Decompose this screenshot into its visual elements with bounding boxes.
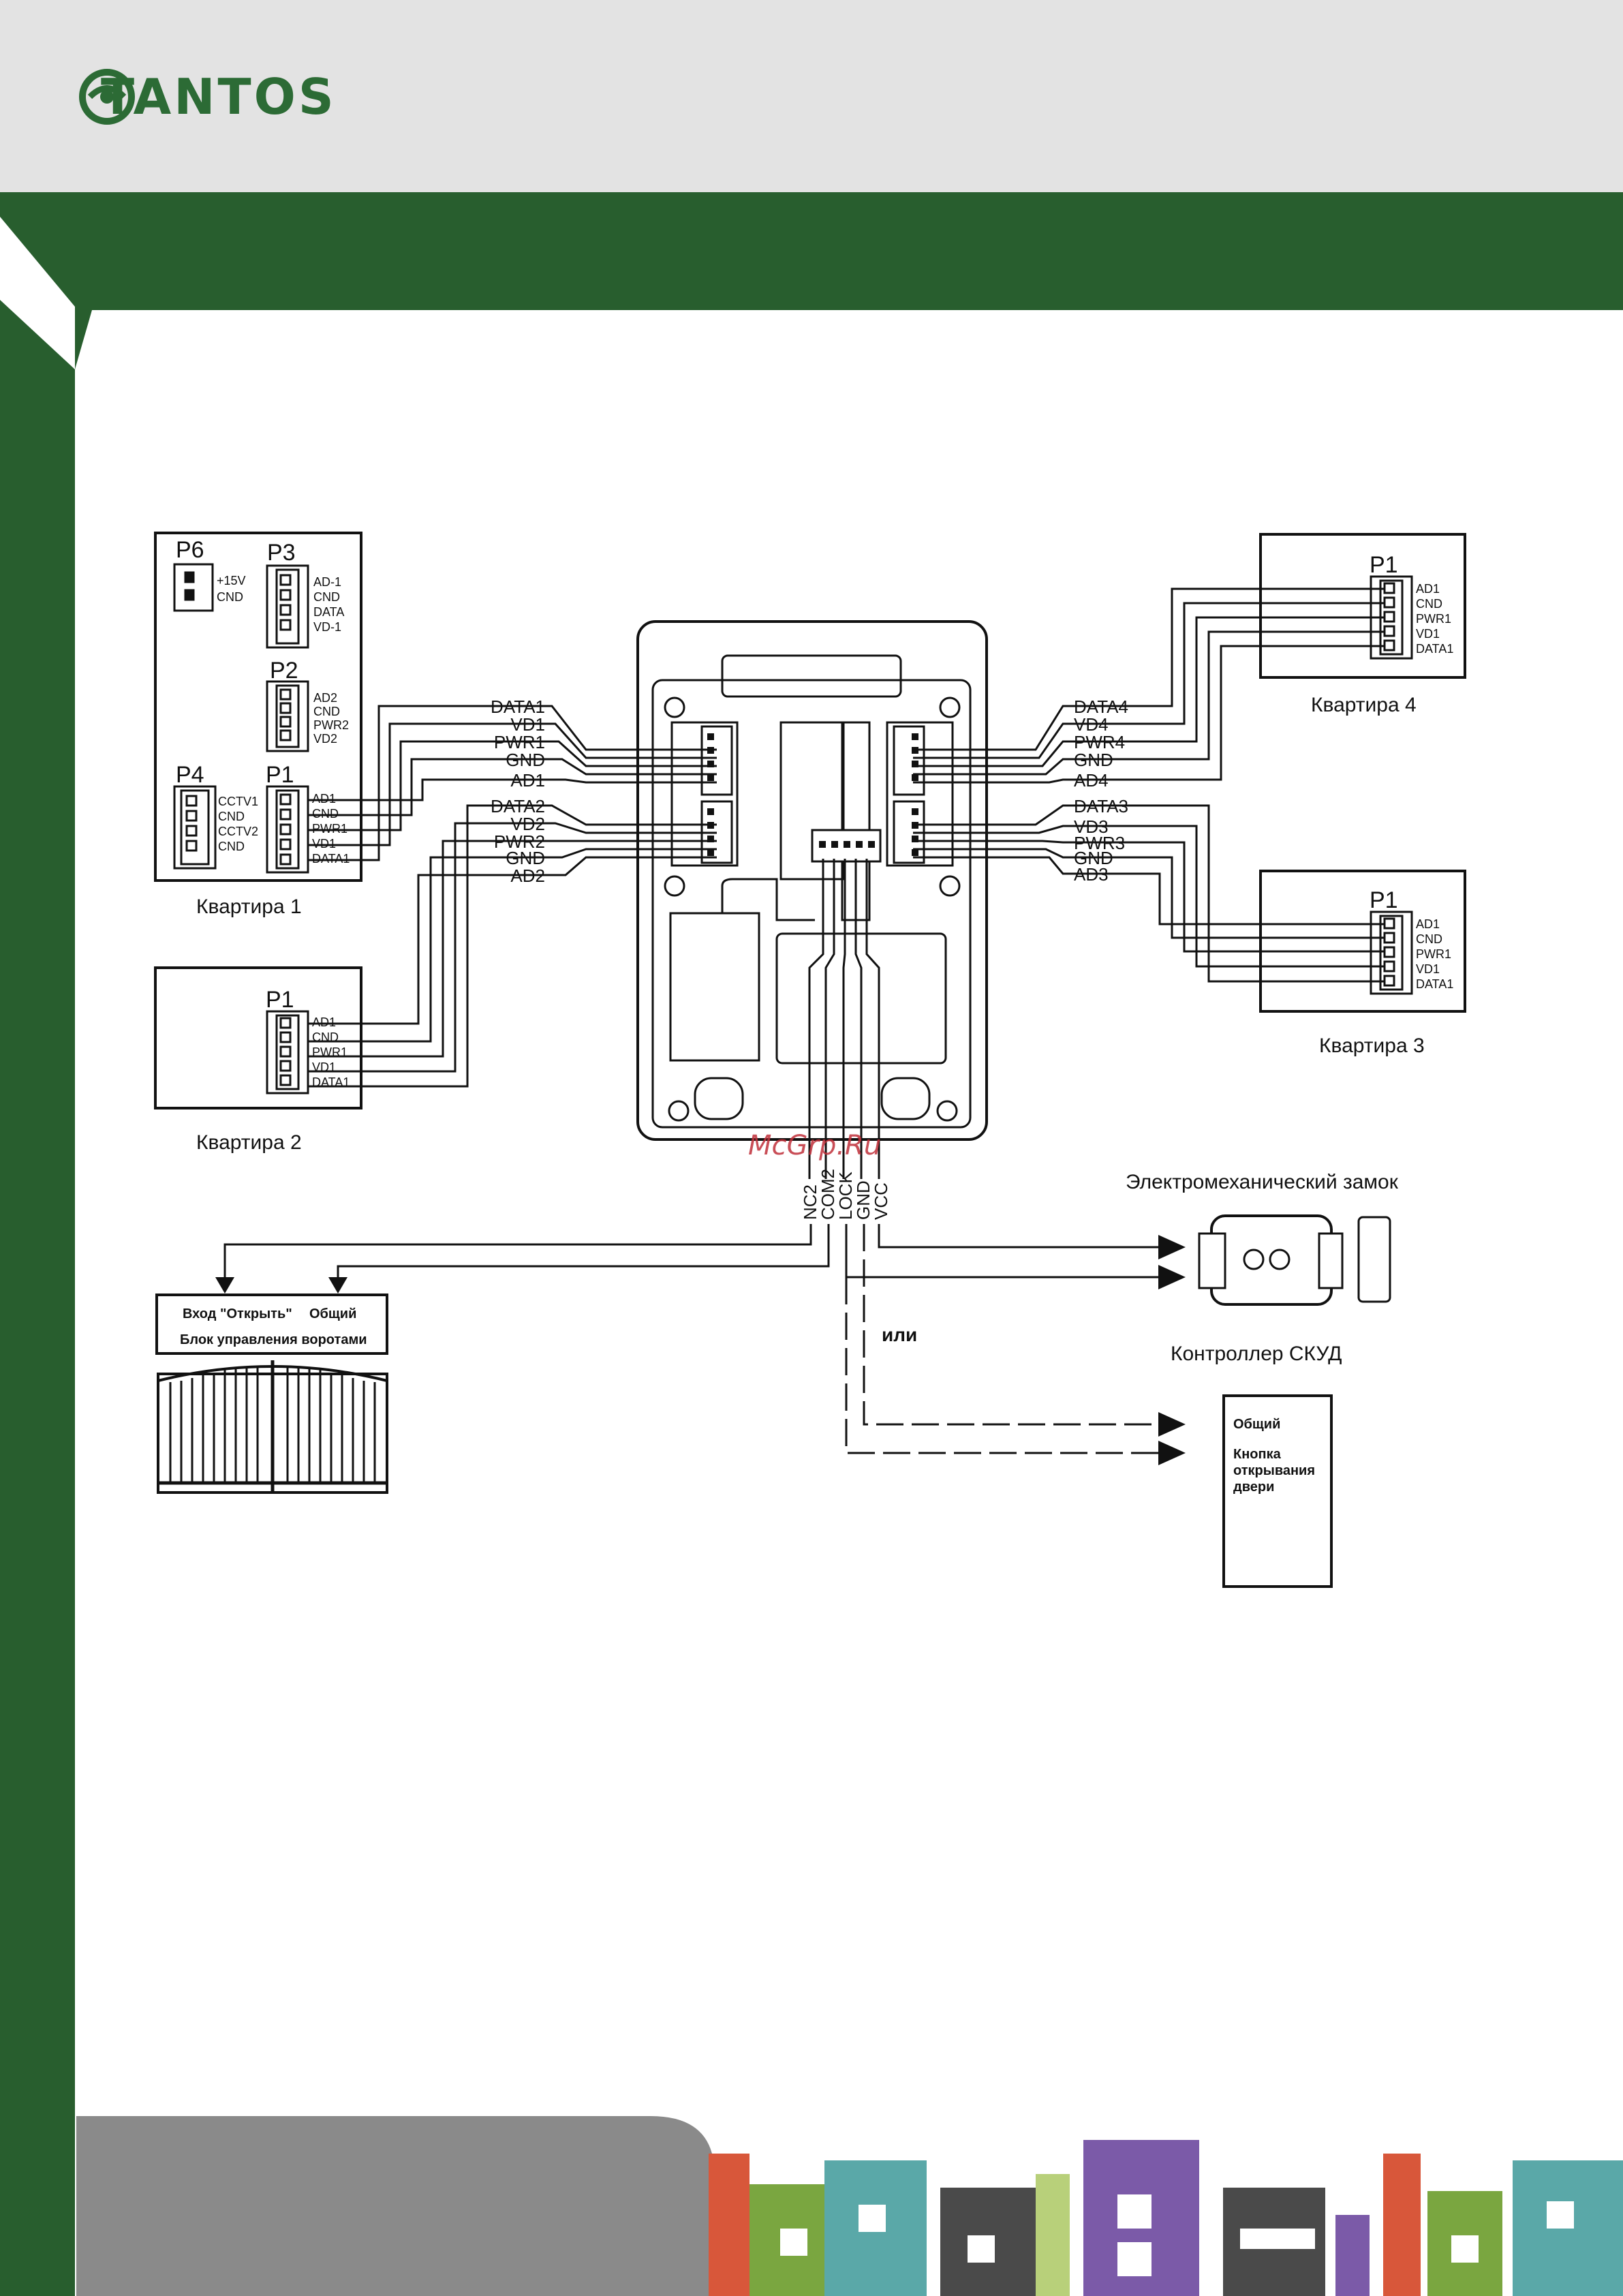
svg-text:Кнопка: Кнопка [1233, 1447, 1282, 1462]
svg-text:+15V: +15V [217, 574, 246, 587]
svg-text:LOCK: LOCK [835, 1172, 856, 1220]
apartment1-caption: Квартира 1 [196, 896, 302, 918]
svg-text:P6: P6 [176, 537, 204, 563]
or-label: или [882, 1324, 917, 1345]
svg-text:PWR1: PWR1 [1416, 612, 1451, 626]
svg-text:NC2: NC2 [800, 1184, 820, 1220]
svg-text:AD1: AD1 [1416, 582, 1440, 596]
svg-text:DATA1: DATA1 [1416, 642, 1453, 656]
svg-text:открывания: открывания [1233, 1463, 1315, 1478]
svg-text:P3: P3 [267, 540, 296, 566]
svg-text:P2: P2 [270, 658, 298, 684]
relay-wires [808, 859, 880, 1179]
page-header [0, 0, 1623, 192]
gate-control-unit: Вход "Открыть" Общий Блок управления вор… [155, 1294, 388, 1355]
svg-text:CND: CND [313, 705, 340, 718]
brand-name: TANTOS [101, 68, 337, 125]
wires-apartment4 [913, 587, 1385, 784]
electromechanical-lock: Электромеханический замок [1126, 1171, 1399, 1306]
svg-text:PWR1: PWR1 [1416, 947, 1451, 961]
relay-terminal-labels: NC2 COM2 LOCK GND VCC [800, 1169, 891, 1220]
access-controller-caption: Контроллер СКУД [1171, 1343, 1342, 1365]
svg-text:P1: P1 [1370, 887, 1398, 913]
svg-text:Вход "Открыть": Вход "Открыть" [183, 1306, 292, 1321]
apartment2-monitor: P1 AD1 CND PWR1 VD1 DATA1 Квартира 2 [154, 966, 362, 1154]
svg-text:VCC: VCC [871, 1182, 891, 1220]
svg-text:VD1: VD1 [1416, 627, 1440, 641]
tantos-logo-icon [79, 69, 135, 125]
apartment4-monitor: P1 AD1 CND PWR1 VD1 DATA1 Квартира 4 [1259, 533, 1466, 716]
svg-text:CND: CND [1416, 597, 1442, 611]
svg-text:CND: CND [218, 810, 245, 823]
svg-text:VD1: VD1 [312, 837, 336, 851]
svg-text:Общий: Общий [309, 1306, 356, 1321]
svg-text:AD1: AD1 [312, 792, 336, 806]
svg-text:Общий: Общий [1233, 1417, 1280, 1432]
watermark: McGrp.Ru [748, 1130, 882, 1161]
svg-text:Блок управления воротами: Блок управления воротами [180, 1332, 367, 1347]
svg-text:P1: P1 [1370, 552, 1398, 578]
svg-text:PWR1: PWR1 [312, 822, 347, 836]
svg-text:DATA1: DATA1 [1416, 977, 1453, 991]
wires-apartment1 [308, 705, 717, 861]
gate-icon [157, 1360, 388, 1494]
svg-text:CND: CND [312, 807, 339, 821]
svg-text:AD-1: AD-1 [313, 575, 341, 589]
svg-text:VD2: VD2 [313, 732, 337, 746]
wires-apartment3 [913, 804, 1385, 983]
apartment3-monitor: P1 AD1 CND PWR1 VD1 DATA1 Квартира 3 [1259, 870, 1466, 1057]
svg-text:CND: CND [1416, 932, 1442, 946]
apartment1-monitor: P6 +15V CND P3 AD-1 CND DATA VD-1 P2 AD2… [154, 532, 362, 918]
svg-text:PWR2: PWR2 [313, 718, 349, 732]
svg-text:VD1: VD1 [1416, 962, 1440, 976]
wires-apartment2 [308, 804, 717, 1088]
svg-text:CND: CND [218, 840, 245, 853]
buildings-footer [709, 2140, 1623, 2296]
svg-text:CND: CND [313, 590, 340, 604]
svg-text:VD-1: VD-1 [313, 620, 341, 634]
svg-text:CCTV2: CCTV2 [218, 825, 258, 838]
lock-caption: Электромеханический замок [1126, 1171, 1399, 1193]
call-panel [636, 620, 988, 1141]
svg-text:AD2: AD2 [313, 691, 337, 705]
svg-text:AD1: AD1 [312, 1015, 336, 1029]
svg-text:P4: P4 [176, 762, 204, 788]
svg-text:DATA1: DATA1 [312, 852, 350, 866]
svg-text:P1: P1 [266, 762, 294, 788]
svg-text:P1: P1 [266, 987, 294, 1013]
svg-text:COM2: COM2 [818, 1169, 838, 1220]
svg-text:AD1: AD1 [1416, 917, 1440, 931]
svg-text:GND: GND [853, 1180, 874, 1220]
svg-text:CND: CND [217, 590, 243, 604]
exit-button-box: Общий Кнопка открывания двери [1222, 1394, 1333, 1588]
apartment4-caption: Квартира 4 [1311, 694, 1417, 716]
svg-text:двери: двери [1233, 1480, 1274, 1495]
svg-text:DATA: DATA [313, 605, 344, 619]
svg-text:CCTV1: CCTV1 [218, 795, 258, 808]
apartment3-caption: Квартира 3 [1319, 1035, 1425, 1057]
apartment2-caption: Квартира 2 [196, 1131, 302, 1154]
